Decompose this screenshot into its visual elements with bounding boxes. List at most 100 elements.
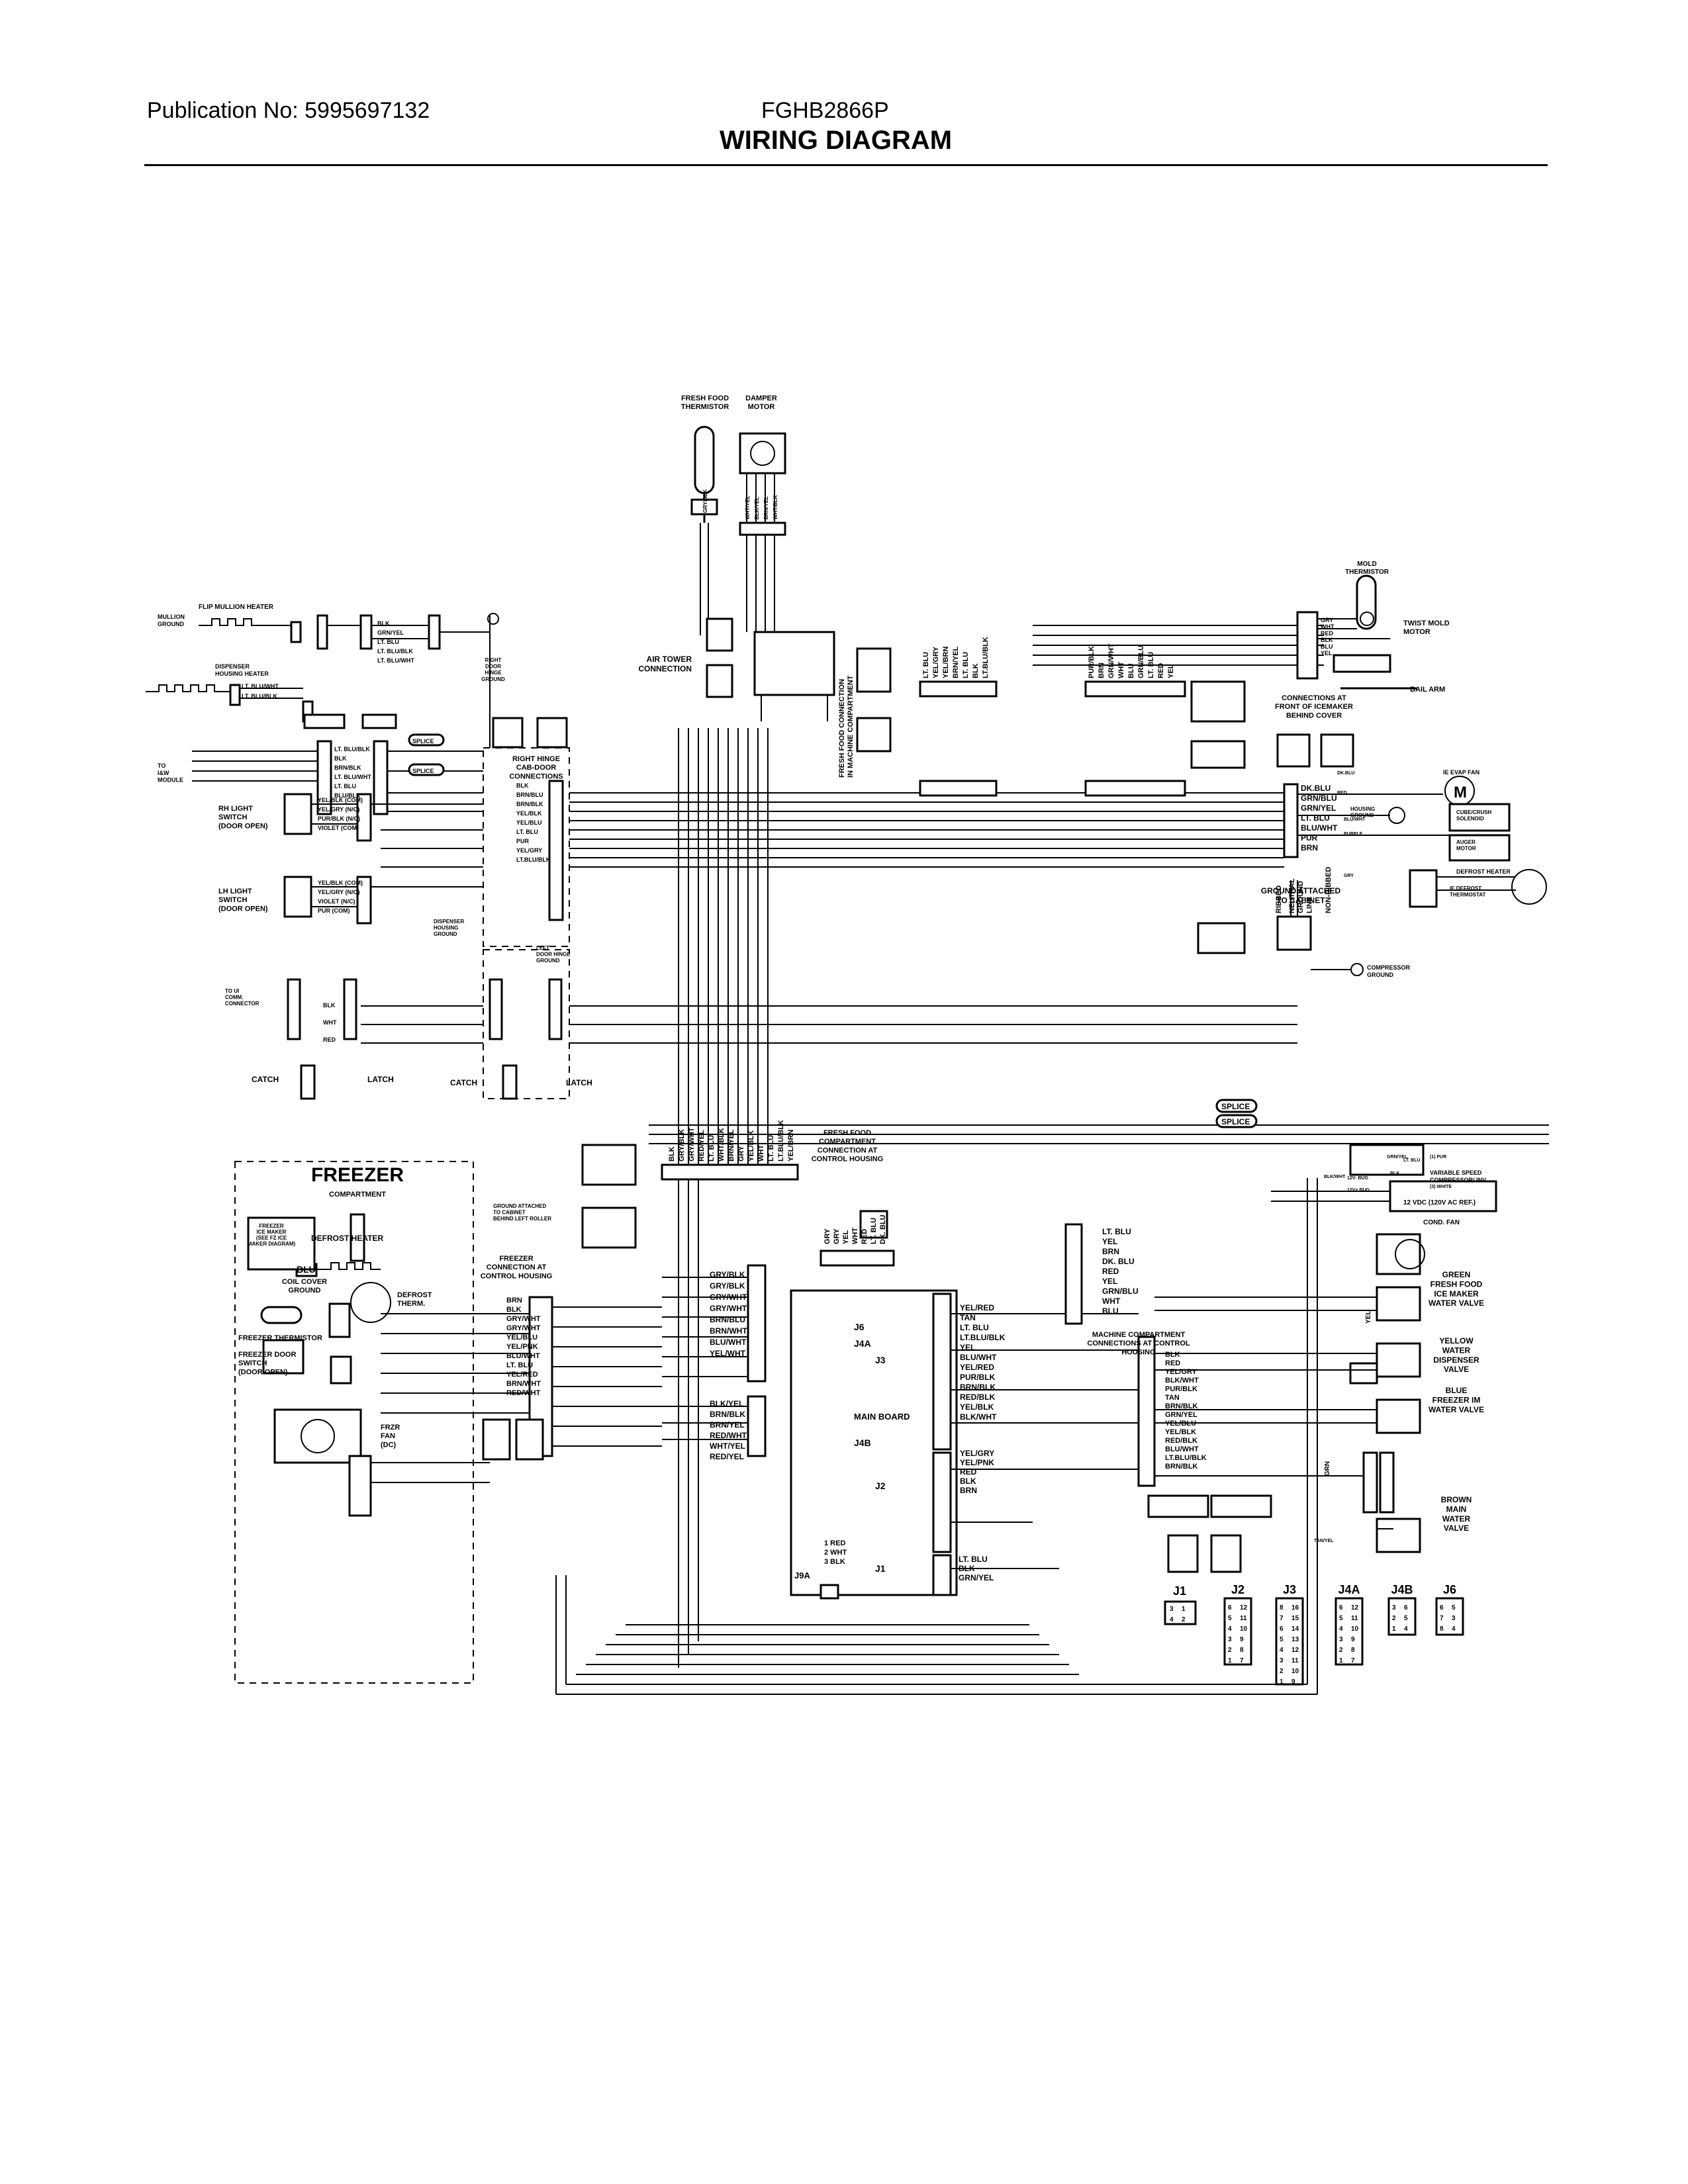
j4a-wire: GRY/BLK xyxy=(710,1270,745,1279)
rh-switch-wire: YEL/GRY (N/O) xyxy=(318,806,360,813)
valve-grn: GRN xyxy=(1324,1461,1331,1476)
pinout-pin: 8 xyxy=(1351,1647,1355,1654)
pinout-pin: 3 xyxy=(1452,1615,1456,1622)
left-block-wire: BLU/BLK xyxy=(334,792,361,799)
machine-conn-wire: LT.BLU/BLK xyxy=(1165,1454,1207,1462)
pinout-title: J4B xyxy=(1391,1583,1413,1596)
mold-wire: YEL xyxy=(1321,650,1333,657)
pinout-pin: 1 xyxy=(1228,1657,1232,1664)
publication-number: Publication No: 5995697132 xyxy=(147,98,430,123)
main-harness-horizontal xyxy=(361,625,1549,1144)
j4a-name: J4A xyxy=(854,1338,871,1349)
rh-switch-wire: PUR/BLK (N/C) xyxy=(318,815,360,822)
icemaker-wire: GRN/YEL xyxy=(1301,803,1336,813)
pinout-pin: 10 xyxy=(1240,1625,1248,1633)
pinout-pin: 6 xyxy=(1339,1604,1343,1612)
right-hinge-wire: BRN/BLU xyxy=(516,792,543,798)
j3-wire: RED/BLK xyxy=(960,1392,996,1402)
mc-top-wire: BLU xyxy=(1102,1306,1119,1316)
pinout-pin: 14 xyxy=(1291,1625,1299,1633)
ff-housing-wire: GRY xyxy=(737,1146,745,1161)
comm-wire: RED xyxy=(323,1036,336,1043)
misc-wire-label: (1) PUR xyxy=(1430,1155,1446,1160)
left-block-wire: LT. BLU/BLK xyxy=(334,746,370,752)
label-ribbed: RIBBED xyxy=(1275,886,1283,913)
freezer-conn-wire: GRY/WHT xyxy=(506,1315,541,1323)
pinout-pin: 3 xyxy=(1339,1636,1343,1643)
mc-right-wire: BRN xyxy=(1098,662,1105,678)
machine-conn-wire: YEL/GRY xyxy=(1165,1368,1197,1376)
ff-housing-wire: WHT xyxy=(757,1145,765,1161)
pinout-pin: 6 xyxy=(1440,1604,1444,1612)
icemaker-front-connectors: M xyxy=(1276,733,1547,908)
j6-wire: DK. BLU xyxy=(879,1214,887,1244)
mold-wire: BLK xyxy=(1321,637,1333,643)
ff-housing-wire: WHT/BLK xyxy=(718,1128,726,1161)
header-rule xyxy=(144,164,1548,166)
j4b-wire: RED/WHT xyxy=(710,1431,747,1440)
mc-right-wire: PUR/BLK xyxy=(1088,646,1096,678)
freezer-conn-wire: LT. BLU xyxy=(506,1361,533,1369)
label-main-board: MAIN BOARD xyxy=(854,1412,910,1422)
pinout-pin: 2 xyxy=(1392,1615,1396,1622)
misc-wire-label: BLK/WHT xyxy=(1324,1175,1346,1179)
pinout-pin: 12 xyxy=(1291,1647,1299,1654)
lh-switch-wire: PUR (COM) xyxy=(318,907,350,914)
j3-wire: BLK/WHT xyxy=(960,1412,997,1422)
pinout-pin: 9 xyxy=(1240,1636,1244,1643)
pinout-pin: 9 xyxy=(1351,1636,1355,1643)
right-hinge-wire: LT. BLU xyxy=(516,829,538,835)
ff-mc-wire: YEL/GRY xyxy=(932,646,940,678)
damper-wire: BRN/YEL xyxy=(763,496,769,520)
j1-wire: BLK xyxy=(959,1564,975,1573)
j4a-wire: BLU/WHT xyxy=(710,1338,747,1347)
pinout-pin: 5 xyxy=(1404,1615,1408,1622)
ff-mc-wire: YEL/BRN xyxy=(942,647,950,678)
right-hinge-wire: PUR xyxy=(516,838,530,844)
pinout-pin: 12 xyxy=(1240,1604,1248,1612)
pinout-pin: 1 xyxy=(1280,1678,1284,1686)
damper-motor xyxy=(739,432,786,632)
pinout-pin: 8 xyxy=(1240,1647,1244,1654)
dispenser-wire: LT. BLU/WHT xyxy=(242,683,279,690)
comm-wire: BLK xyxy=(323,1002,336,1009)
machine-conn-wire: RED xyxy=(1165,1359,1180,1367)
j4b-name: J4B xyxy=(854,1437,871,1448)
j3-name: J3 xyxy=(875,1355,886,1365)
mc-right-wire: WHT xyxy=(1117,662,1125,678)
machine-conn-wire: PUR/BLK xyxy=(1165,1385,1197,1393)
pinout-title: J1 xyxy=(1173,1584,1186,1598)
icemaker-wire: GRN/BLU xyxy=(1301,794,1337,803)
machine-compartment-connectors xyxy=(1064,1223,1272,1573)
j4b-wire: BRN/YEL xyxy=(710,1420,745,1430)
pinout-pin: 11 xyxy=(1240,1615,1247,1622)
pinout-pin: 7 xyxy=(1240,1657,1244,1664)
j2-wire: RED xyxy=(960,1467,977,1477)
left-block-wire: BLK xyxy=(334,755,347,762)
label-compartment: COMPARTMENT xyxy=(329,1191,386,1199)
freezer-conn-wire: YEL/RED xyxy=(506,1371,538,1379)
mc-right-wire: LT. BLU xyxy=(1147,652,1155,678)
machine-conn-wire: BRN/BLK xyxy=(1165,1402,1198,1410)
j6-wire: YEL xyxy=(842,1230,850,1244)
label-catch-2: CATCH xyxy=(450,1078,477,1087)
fresh-food-thermistor xyxy=(690,426,718,635)
mc-right-wire: GRN/WHT xyxy=(1107,643,1115,678)
pinout-pin: 10 xyxy=(1351,1625,1359,1633)
ff-housing-wire: BRN/YEL xyxy=(727,1129,735,1161)
j4a-wire: YEL/WHT xyxy=(710,1349,746,1358)
pinout-pin: 1 xyxy=(1392,1625,1396,1633)
label-latch-2: LATCH xyxy=(566,1078,592,1087)
machine-conn-wire: BLK/WHT xyxy=(1165,1377,1199,1385)
pinout-pin: 7 xyxy=(1280,1615,1284,1622)
